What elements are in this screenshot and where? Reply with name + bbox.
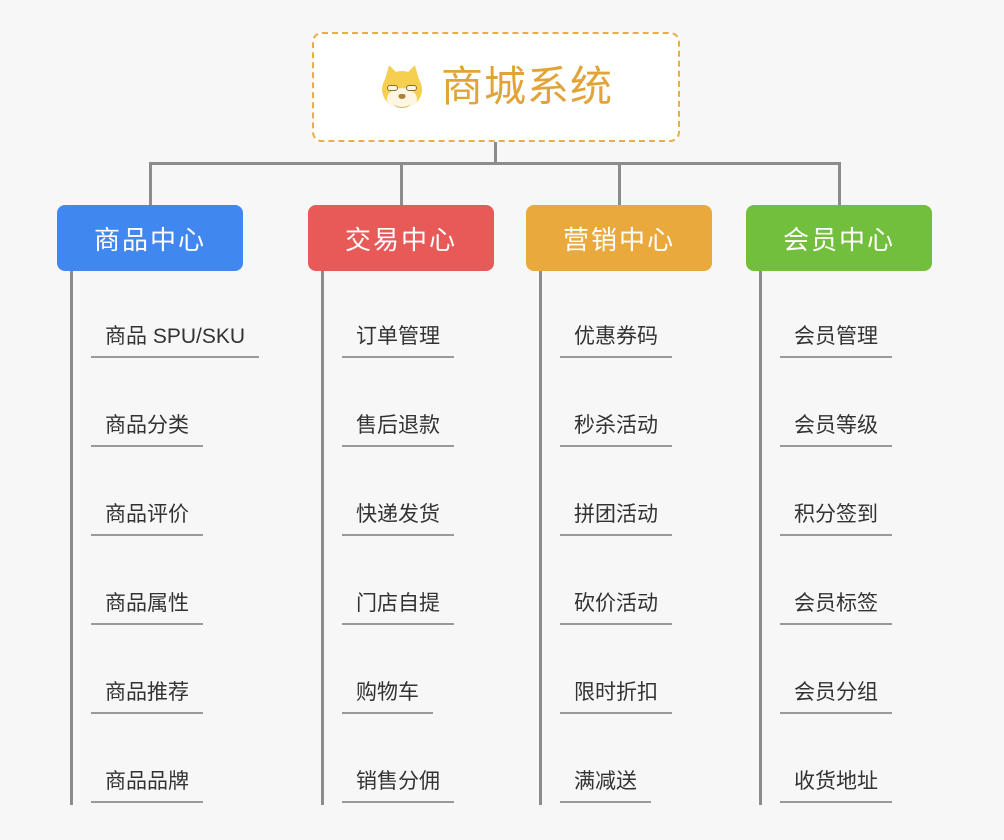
leaf-list-trade: 订单管理 售后退款 快递发货 门店自提 购物车 销售分佣 [321, 271, 494, 805]
shiba-dog-icon [379, 63, 425, 110]
leaf-label: 会员管理 [780, 326, 892, 358]
leaf-label: 砍价活动 [560, 593, 672, 625]
leaf-item[interactable]: 商品推荐 [73, 627, 259, 716]
leaf-item[interactable]: 会员标签 [762, 538, 932, 627]
leaf-label: 收货地址 [780, 771, 892, 803]
leaf-item[interactable]: 拼团活动 [542, 449, 712, 538]
leaf-item[interactable]: 满减送 [542, 716, 712, 805]
leaf-label: 商品品牌 [91, 771, 203, 803]
leaf-label: 积分签到 [780, 504, 892, 536]
leaf-label: 会员等级 [780, 415, 892, 447]
branch-column-product: 商品中心 商品 SPU/SKU 商品分类 商品评价 商品属性 商品推荐 商品品牌 [57, 205, 260, 805]
leaf-list-marketing: 优惠券码 秒杀活动 拼团活动 砍价活动 限时折扣 满减送 [539, 271, 712, 805]
leaf-list-product: 商品 SPU/SKU 商品分类 商品评价 商品属性 商品推荐 商品品牌 [70, 271, 260, 805]
leaf-item[interactable]: 收货地址 [762, 716, 932, 805]
root-node-shop-system[interactable]: 商城系统 [312, 32, 680, 142]
leaf-label: 商品评价 [91, 504, 203, 536]
connector-bus [149, 162, 841, 165]
leaf-item[interactable]: 商品属性 [73, 538, 259, 627]
connector-drop-0 [149, 162, 152, 207]
leaf-item[interactable]: 会员管理 [762, 271, 932, 360]
category-box-member-center[interactable]: 会员中心 [746, 205, 932, 271]
leaf-label: 快递发货 [342, 504, 454, 536]
leaf-item[interactable]: 商品 SPU/SKU [73, 271, 260, 360]
category-label: 营销中心 [562, 224, 675, 255]
leaf-label: 门店自提 [342, 593, 454, 625]
leaf-label: 限时折扣 [560, 682, 672, 714]
root-node-label: 商城系统 [440, 63, 613, 110]
leaf-item[interactable]: 限时折扣 [542, 627, 712, 716]
leaf-label: 购物车 [342, 682, 433, 714]
leaf-item[interactable]: 商品分类 [73, 360, 259, 449]
leaf-item[interactable]: 购物车 [324, 627, 494, 716]
leaf-label: 销售分佣 [342, 771, 454, 803]
leaf-label: 拼团活动 [560, 504, 672, 536]
connector-root-stem [494, 142, 497, 164]
leaf-item[interactable]: 门店自提 [324, 538, 494, 627]
leaf-label: 秒杀活动 [560, 415, 672, 447]
branch-column-member: 会员中心 会员管理 会员等级 积分签到 会员标签 会员分组 收货地址 [746, 205, 932, 805]
leaf-label: 优惠券码 [560, 326, 672, 358]
leaf-item[interactable]: 快递发货 [324, 449, 494, 538]
leaf-label: 商品推荐 [91, 682, 203, 714]
leaf-item[interactable]: 商品品牌 [73, 716, 259, 805]
leaf-list-member: 会员管理 会员等级 积分签到 会员标签 会员分组 收货地址 [759, 271, 932, 805]
leaf-label: 满减送 [560, 771, 651, 803]
category-label: 会员中心 [782, 224, 895, 255]
leaf-item[interactable]: 秒杀活动 [542, 360, 712, 449]
leaf-label: 售后退款 [342, 415, 454, 447]
category-box-trade-center[interactable]: 交易中心 [308, 205, 494, 271]
category-label: 商品中心 [93, 224, 206, 255]
leaf-item[interactable]: 积分签到 [762, 449, 932, 538]
leaf-item[interactable]: 会员分组 [762, 627, 932, 716]
leaf-label: 会员标签 [780, 593, 892, 625]
leaf-item[interactable]: 砍价活动 [542, 538, 712, 627]
category-box-product-center[interactable]: 商品中心 [57, 205, 243, 271]
leaf-item[interactable]: 会员等级 [762, 360, 932, 449]
leaf-item[interactable]: 优惠券码 [542, 271, 712, 360]
leaf-item[interactable]: 订单管理 [324, 271, 494, 360]
leaf-item[interactable]: 售后退款 [324, 360, 494, 449]
leaf-label: 商品属性 [91, 593, 203, 625]
category-box-marketing-center[interactable]: 营销中心 [526, 205, 712, 271]
category-label: 交易中心 [344, 224, 457, 255]
branch-column-trade: 交易中心 订单管理 售后退款 快递发货 门店自提 购物车 销售分佣 [308, 205, 494, 805]
leaf-label: 订单管理 [342, 326, 454, 358]
leaf-item[interactable]: 商品评价 [73, 449, 259, 538]
connector-drop-2 [618, 162, 621, 207]
leaf-label: 商品分类 [91, 415, 203, 447]
branch-column-marketing: 营销中心 优惠券码 秒杀活动 拼团活动 砍价活动 限时折扣 满减送 [526, 205, 712, 805]
leaf-label: 商品 SPU/SKU [91, 326, 260, 358]
connector-drop-3 [838, 162, 841, 207]
leaf-label: 会员分组 [780, 682, 892, 714]
connector-drop-1 [400, 162, 403, 207]
leaf-item[interactable]: 销售分佣 [324, 716, 494, 805]
